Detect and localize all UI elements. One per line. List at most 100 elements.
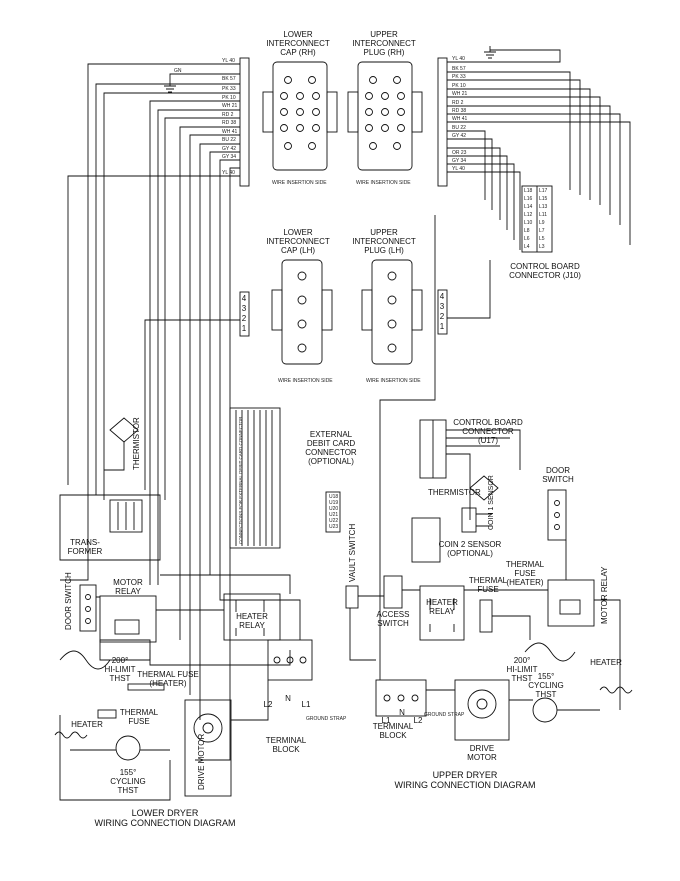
debit-pin-box: [325, 491, 341, 533]
lower-wire-code: RD 2: [222, 112, 234, 118]
lower-harness-strip-rh: [239, 57, 250, 187]
lower-heater-label: HEATER: [71, 720, 103, 729]
upper-hi-limit-label: 200° HI-LIMIT THST: [506, 656, 538, 683]
upper-plug-rh-label: UPPER INTERCONNECT PLUG (RH): [352, 30, 416, 57]
j10-connector: [521, 185, 553, 253]
lower-heater-coil: [54, 731, 88, 739]
upper-ground-strap-label: GROUND STRAP: [424, 712, 465, 718]
debit-card-table: [229, 407, 281, 549]
j10-pin: L15: [539, 196, 548, 202]
lower-wire-code: GN: [174, 68, 182, 74]
lower-thermal-fuse-heater: [127, 683, 165, 691]
j10-pin: L6: [524, 236, 530, 242]
upper-l1-label: L1: [381, 716, 391, 725]
upper-ground-symbol: [484, 46, 496, 59]
upper-n-label: N: [399, 708, 405, 717]
lower-cap-lh-label: LOWER INTERCONNECT CAP (LH): [266, 228, 330, 255]
upper-wire-code: RD 38: [452, 108, 467, 114]
upper-cycling-label: 155° CYCLING THST: [528, 672, 564, 699]
lower-wire-code: PK 33: [222, 86, 236, 92]
lower-cycling-label: 155° CYCLING THST: [110, 768, 146, 795]
lower-motor-relay: [99, 595, 157, 661]
upper-wire-code: YL 40: [452, 56, 465, 62]
upper-thermal-fuse: [479, 599, 493, 633]
j10-pin: L3: [539, 244, 545, 250]
lower-ground-strap-label: GROUND STRAP: [306, 716, 347, 722]
coin2-sensor-label: COIN 2 SENSOR (OPTIONAL): [438, 540, 502, 558]
lower-transformer-label: TRANS- FORMER: [67, 538, 103, 556]
debit-u-pin: U20: [329, 506, 339, 512]
access-switch: [383, 575, 403, 609]
lower-drive-motor: [184, 699, 232, 797]
lower-transformer: [109, 499, 143, 533]
upper-l2-label: L2: [413, 716, 423, 725]
lower-wire-code: BU 22: [222, 137, 236, 143]
j10-pin: L7: [539, 228, 545, 234]
j10-pin: L18: [524, 188, 533, 194]
upper-wire-bundle: [379, 49, 631, 600]
debit-u-pin: U21: [329, 512, 339, 518]
lower-wire-code: RD 38: [222, 120, 237, 126]
upper-drive-motor-label: DRIVE MOTOR: [467, 744, 497, 762]
j10-pin: L9: [539, 220, 545, 226]
wire-insertion-side-label-1: WIRE INSERTION SIDE: [272, 180, 327, 186]
upper-heater-label: HEATER: [590, 658, 622, 667]
lower-n-label: N: [285, 694, 291, 703]
lower-thermistor-label: THERMISTOR: [132, 417, 141, 470]
upper-wire-code: WH 21: [452, 91, 468, 97]
lower-wire-code: BK 57: [222, 76, 236, 82]
upper-heater-relay: [419, 585, 465, 641]
upper-wire-code: OR 23: [452, 150, 467, 156]
upper-hi-limit: [524, 642, 576, 662]
lower-cap-rh-drawing: [262, 61, 338, 171]
external-debit-label: EXTERNAL DEBIT CARD CONNECTOR (OPTIONAL): [305, 430, 357, 466]
vault-switch-label: VAULT SWITCH: [348, 523, 357, 582]
upper-lh-pin-1: 1: [439, 322, 445, 331]
debit-u-pin: U19: [329, 500, 339, 506]
lower-wire-code: GY 42: [222, 146, 237, 152]
lower-l2-label: L2: [263, 700, 273, 709]
upper-door-switch-label: DOOR SWITCH: [542, 466, 574, 484]
lower-ground-symbol: [164, 80, 176, 93]
vault-switch: [345, 585, 359, 609]
lower-terminal-block: [267, 639, 313, 681]
upper-heater-relay-label: HEATER RELAY: [426, 598, 458, 616]
upper-motor-relay: [547, 579, 595, 627]
lower-wire-code: PK 10: [222, 95, 236, 101]
u17-connector: [419, 419, 447, 479]
upper-motor-relay-label: MOTOR RELAY: [600, 566, 609, 625]
upper-plug-rh-drawing: [347, 61, 423, 171]
upper-thermistor-symbol: [469, 475, 499, 501]
lower-wire-bundle: [59, 63, 301, 761]
coin1-sensor: [461, 507, 492, 533]
j10-pin: L4: [524, 244, 530, 250]
access-switch-label: ACCESS SWITCH: [376, 610, 410, 628]
lower-wire-code: YL 40: [222, 58, 235, 64]
lower-wire-code: WH 41: [222, 129, 238, 135]
lower-thermal-fuse-heater-label: THERMAL FUSE (HEATER): [137, 670, 199, 688]
upper-wire-code: YL 40: [452, 166, 465, 172]
upper-wire-code: GY 34: [452, 158, 467, 164]
lower-lh-pin-2: 2: [241, 314, 247, 323]
upper-plug-lh-drawing: [361, 259, 423, 365]
debit-u-pin: U22: [329, 518, 339, 524]
lower-terminal-block-label: TERMINAL BLOCK: [265, 736, 307, 754]
debit-table-note: CONNECTIONS FOR EXTERNAL DEBIT CARD CONN…: [238, 416, 243, 544]
wire-insertion-side-label-2: WIRE INSERTION SIDE: [356, 180, 411, 186]
upper-thermal-fuse-label: THERMAL FUSE: [468, 576, 508, 594]
lower-motor-relay-label: MOTOR RELAY: [113, 578, 143, 596]
lower-cap-lh-drawing: [271, 259, 333, 365]
upper-lh-pin-2: 2: [439, 312, 445, 321]
lower-drive-motor-label: DRIVE MOTOR: [197, 733, 206, 790]
upper-wire-code: BK 57: [452, 66, 466, 72]
lower-cap-rh-label: LOWER INTERCONNECT CAP (RH): [266, 30, 330, 57]
upper-wire-code: BU 22: [452, 125, 466, 131]
lower-thermal-fuse: [97, 709, 117, 719]
lower-hi-limit: [59, 650, 111, 670]
lower-heater-relay-label: HEATER RELAY: [236, 612, 268, 630]
wire-insertion-side-label-4: WIRE INSERTION SIDE: [366, 378, 421, 384]
upper-thermistor-label: THERMISTOR: [428, 488, 481, 497]
lower-door-switch: [79, 584, 97, 632]
upper-wire-code: PK 33: [452, 74, 466, 80]
